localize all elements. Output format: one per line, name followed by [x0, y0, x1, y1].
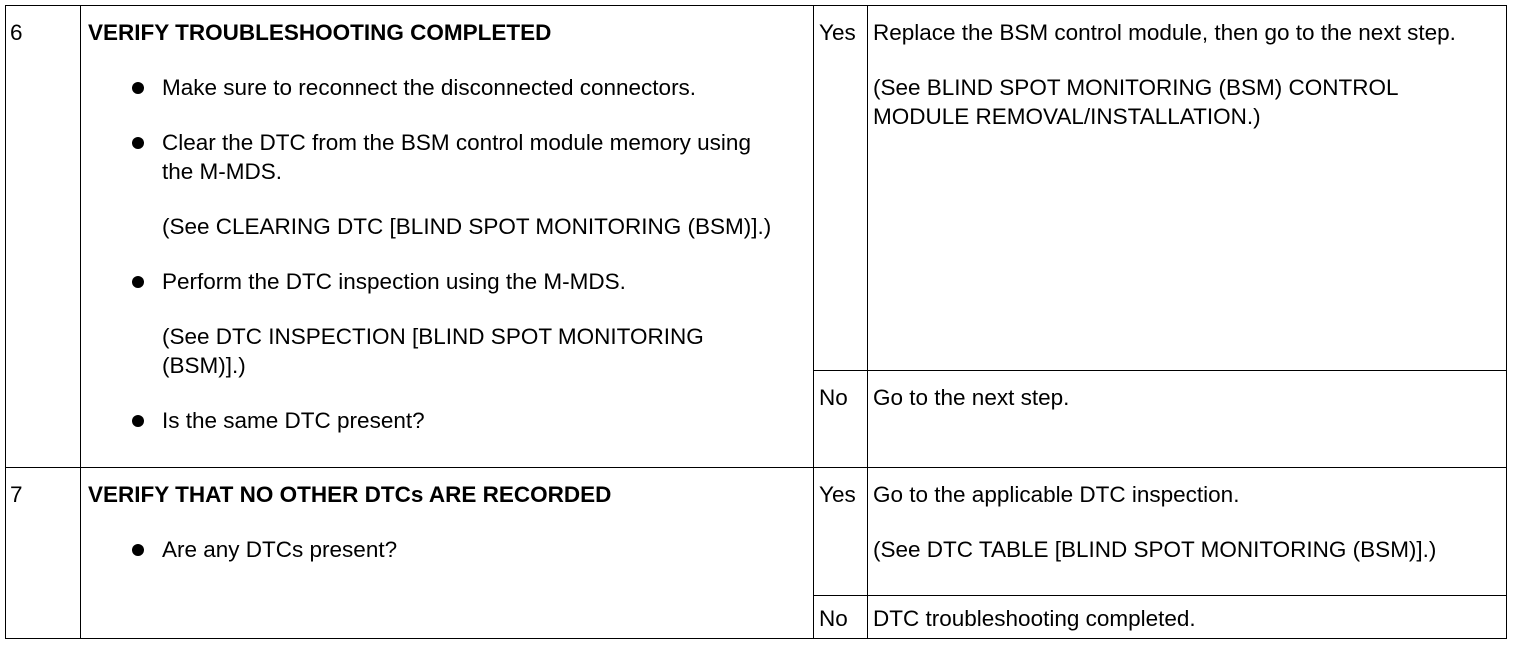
action-text: Go to the applicable DTC inspection.: [873, 481, 1240, 507]
step-row-yes: 7 VERIFY THAT NO OTHER DTCs ARE RECORDED…: [5, 466, 1507, 640]
bullet-list: Are any DTCs present?: [81, 535, 813, 564]
reference-note: (See CLEARING DTC [BLIND SPOT MONITORING…: [162, 214, 772, 239]
answer-label: No: [819, 384, 848, 410]
step-heading: VERIFY TROUBLESHOOTING COMPLETED: [88, 20, 552, 45]
answer-cell-no: No: [813, 594, 868, 640]
bullet-text: Is the same DTC present?: [162, 408, 425, 433]
step-row-no: No DTC troubleshooting completed.: [6, 594, 1507, 640]
action-cell-no: DTC troubleshooting completed.: [867, 594, 1507, 640]
step-number: 7: [10, 481, 23, 507]
action-text: DTC troubleshooting completed.: [873, 605, 1196, 631]
action-cell-yes: Go to the applicable DTC inspection. (Se…: [867, 466, 1507, 596]
step-number-cell: 7: [5, 466, 81, 640]
reference-note: (See DTC TABLE [BLIND SPOT MONITORING (B…: [873, 536, 1437, 562]
step-row-yes: 6 VERIFY TROUBLESHOOTING COMPLETED Make …: [5, 5, 1507, 468]
step-number: 6: [10, 20, 23, 45]
action-cell-yes: Replace the BSM control module, then go …: [867, 5, 1507, 371]
answer-cell-yes: Yes: [813, 466, 868, 596]
bullet-text: Perform the DTC inspection using the M-M…: [162, 269, 626, 294]
reference-note: (See DTC INSPECTION [BLIND SPOT MONITORI…: [162, 324, 704, 378]
bullet-icon: [132, 82, 144, 94]
bullet-list: Make sure to reconnect the disconnected …: [81, 73, 813, 435]
step-heading: VERIFY THAT NO OTHER DTCs ARE RECORDED: [88, 481, 612, 507]
bullet-icon: [132, 415, 144, 427]
bullet-icon: [132, 276, 144, 288]
action-text: Go to the next step.: [873, 384, 1070, 410]
answer-cell-no: No: [813, 369, 868, 468]
step-description-cell: VERIFY TROUBLESHOOTING COMPLETED Make su…: [80, 5, 814, 468]
bullet-icon: [132, 543, 144, 556]
bullet-text: Make sure to reconnect the disconnected …: [162, 75, 697, 100]
list-item: Is the same DTC present?: [81, 406, 813, 435]
step-row-no: No Go to the next step.: [6, 369, 1507, 468]
answer-label: Yes: [819, 481, 856, 507]
action-cell-no: Go to the next step.: [867, 369, 1507, 468]
answer-cell-yes: Yes: [813, 5, 868, 371]
answer-label: No: [819, 605, 848, 631]
troubleshooting-table: 6 VERIFY TROUBLESHOOTING COMPLETED Make …: [5, 5, 1507, 640]
list-item: Make sure to reconnect the disconnected …: [81, 73, 813, 102]
answer-label: Yes: [819, 20, 856, 45]
action-text: Replace the BSM control module, then go …: [873, 20, 1456, 45]
bullet-text: Are any DTCs present?: [162, 536, 398, 562]
list-item: Perform the DTC inspection using the M-M…: [81, 267, 813, 380]
reference-note: (See BLIND SPOT MONITORING (BSM) CONTROL…: [873, 75, 1398, 129]
bullet-icon: [132, 137, 144, 149]
list-item: Are any DTCs present?: [81, 535, 813, 564]
step-number-cell: 6: [5, 5, 81, 468]
step-description-cell: VERIFY THAT NO OTHER DTCs ARE RECORDED A…: [80, 466, 814, 640]
list-item: Clear the DTC from the BSM control modul…: [81, 128, 813, 241]
bullet-text: Clear the DTC from the BSM control modul…: [162, 130, 751, 184]
